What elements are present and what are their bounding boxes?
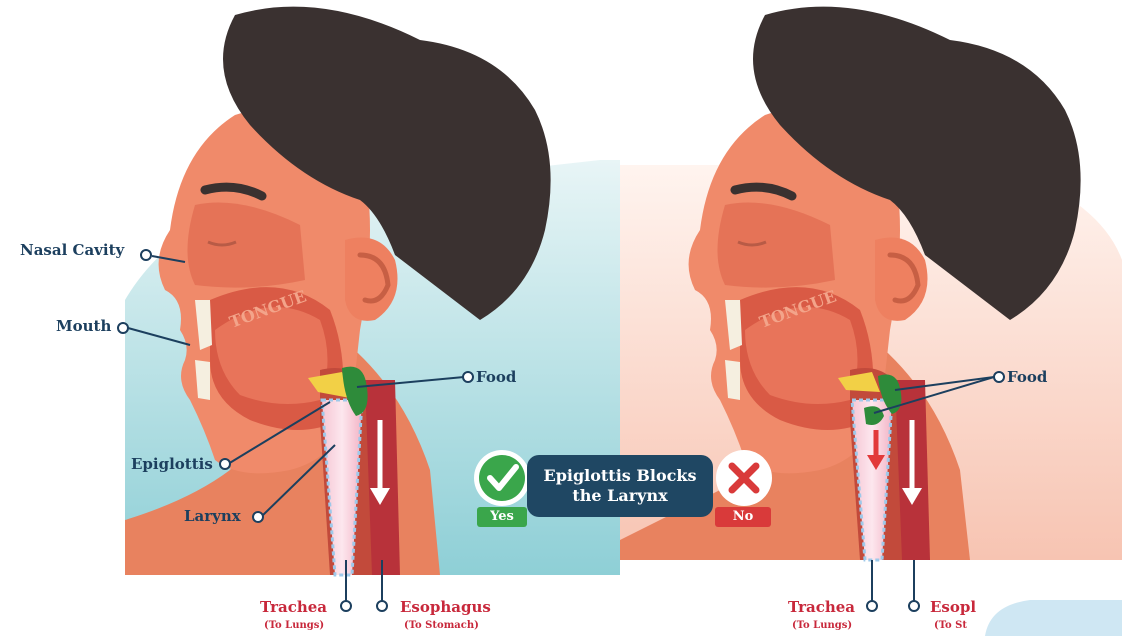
- no-tag: No: [715, 507, 771, 527]
- label-esophagus-right-sub: (To St: [934, 621, 967, 631]
- label-nasal-cavity: Nasal Cavity: [20, 243, 124, 258]
- banner-text: Epiglottis Blocks the Larynx: [535, 466, 705, 506]
- label-larynx: Larynx: [184, 509, 241, 524]
- label-trachea-right-sub: (To Lungs): [792, 621, 852, 631]
- label-food-right: Food: [1007, 370, 1047, 385]
- label-trachea-left-sub: (To Lungs): [264, 621, 324, 631]
- yes-tag: Yes: [477, 507, 527, 527]
- label-mouth: Mouth: [56, 319, 111, 334]
- label-esophagus-right: Esopl: [930, 600, 976, 615]
- label-esophagus-left: Esophagus: [400, 600, 491, 615]
- label-epiglottis: Epiglottis: [131, 457, 213, 472]
- cross-icon: [716, 450, 772, 506]
- label-esophagus-left-sub: (To Stomach): [404, 621, 479, 631]
- label-food-left: Food: [476, 370, 516, 385]
- corner-decoration: [985, 600, 1122, 636]
- label-trachea-left: Trachea: [260, 600, 327, 615]
- label-trachea-right: Trachea: [788, 600, 855, 615]
- epiglottis-banner: Epiglottis Blocks the Larynx: [527, 455, 713, 517]
- check-icon: [474, 450, 530, 506]
